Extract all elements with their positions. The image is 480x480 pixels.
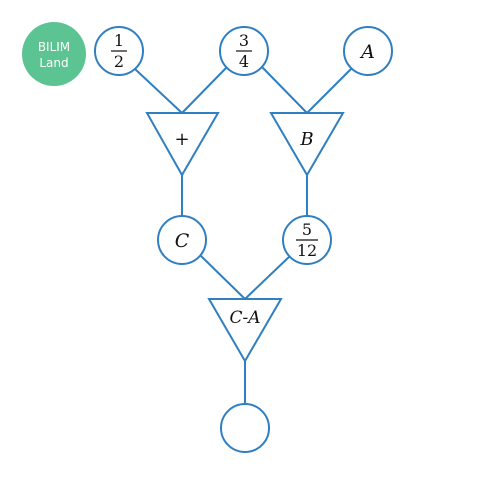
edge-top-left-to-op-left [134, 68, 183, 114]
op-left: + [145, 112, 220, 178]
node-top-left: 1 2 [94, 26, 144, 76]
op-left-label: + [174, 129, 189, 150]
edge-top-right-to-op-right [306, 67, 353, 114]
edge-mid-left-to-op-bottom [200, 255, 246, 300]
logo-line1: BILIM [38, 40, 70, 54]
node-top-right: A [343, 26, 393, 76]
node-mid-right-numerator: 5 [302, 220, 312, 239]
node-mid-right: 5 12 [282, 215, 332, 265]
op-right-triangle [269, 112, 345, 177]
logo-badge [22, 22, 86, 86]
op-bottom-label: C-A [229, 308, 260, 328]
node-top-left-denominator: 2 [114, 52, 124, 71]
bilim-land-logo: BILIM Land [22, 22, 86, 86]
edges [134, 66, 353, 403]
node-top-right-circle [343, 26, 393, 76]
op-left-triangle [145, 112, 220, 178]
node-mid-left: C [157, 215, 207, 265]
edge-top-mid-to-op-right [261, 66, 308, 114]
node-top-left-numerator: 1 [114, 31, 124, 50]
logo-line2: Land [39, 56, 68, 70]
edge-mid-right-to-op-bottom [244, 255, 291, 300]
node-top-mid-numerator: 3 [239, 31, 249, 50]
node-result [220, 403, 270, 453]
node-mid-left-label: C [175, 230, 190, 252]
op-right-label: B [299, 129, 313, 150]
node-result-circle[interactable] [220, 403, 270, 453]
op-right: B [269, 112, 345, 177]
op-bottom-triangle [207, 298, 283, 363]
node-top-mid-denominator: 4 [239, 52, 249, 71]
node-mid-left-circle [157, 215, 207, 265]
node-top-right-label: A [359, 41, 375, 63]
edge-top-mid-to-op-left [181, 66, 228, 114]
node-top-mid: 3 4 [219, 26, 269, 76]
op-bottom: C-A [207, 298, 283, 363]
node-mid-right-denominator: 12 [297, 241, 317, 260]
